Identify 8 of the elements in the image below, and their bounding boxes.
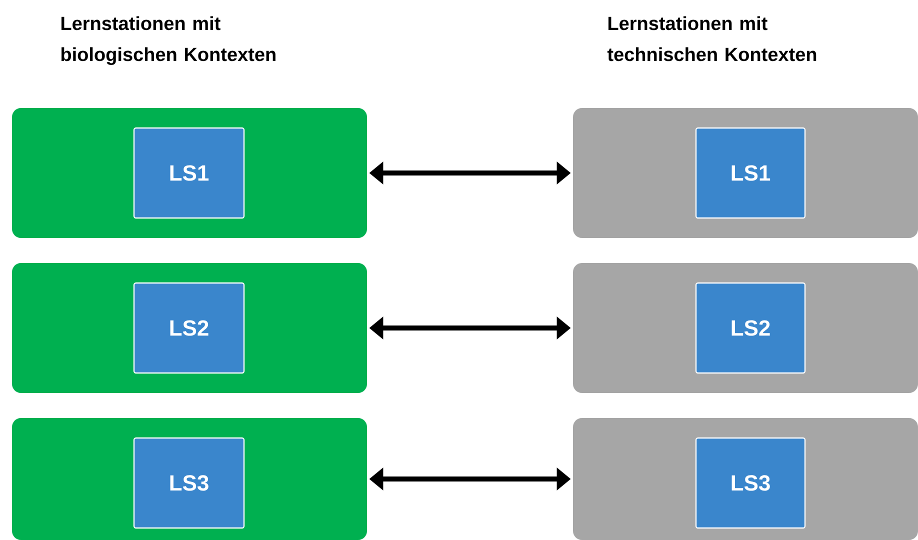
station-box: LS2 (133, 282, 245, 374)
column-heading: Lernstationen mit technischen Kontexten (607, 16, 816, 62)
station-box: LS1 (695, 127, 806, 219)
station-box: LS3 (133, 437, 245, 529)
station-box: LS2 (695, 282, 806, 374)
column-heading: Lernstationen mit biologischen Kontexten (61, 16, 276, 65)
station-box: LS3 (695, 437, 806, 529)
station-box: LS1 (133, 127, 245, 219)
